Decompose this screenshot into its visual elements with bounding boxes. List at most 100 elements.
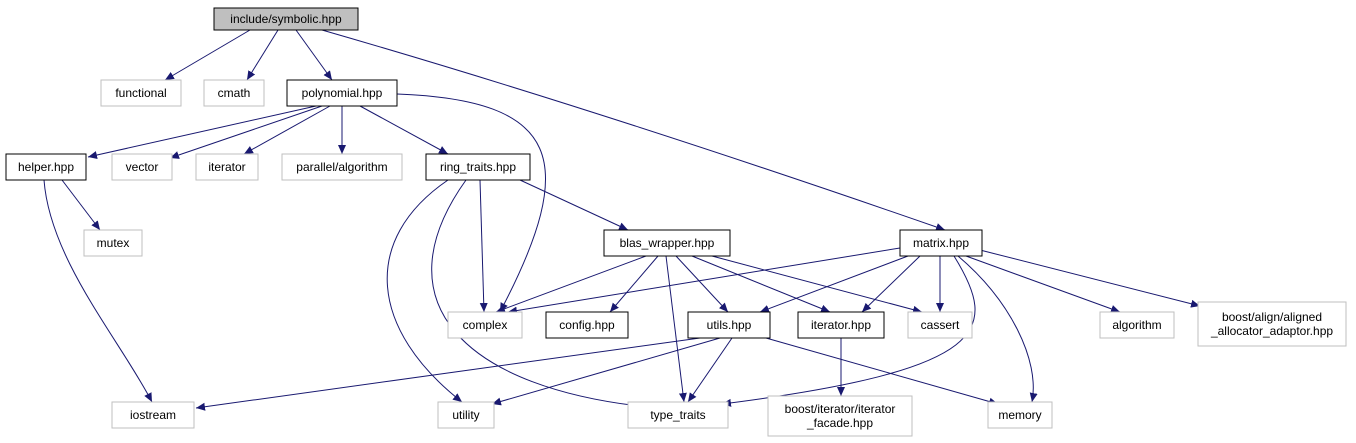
node-label: functional [115, 86, 166, 100]
node-box [286, 79, 398, 107]
node-label: boost/align/aligned [1222, 310, 1322, 324]
edge-utils-to-iostream [195, 337, 701, 411]
node-label: iostream [130, 408, 176, 422]
node-label: config.hpp [559, 318, 615, 332]
node-box [899, 229, 983, 257]
node-config[interactable]: config.hpp [545, 311, 629, 339]
edge-ring-to-complex [479, 179, 488, 313]
node-boostiter: boost/iterator/iterator_facade.hpp [767, 395, 913, 437]
node-label: cmath [218, 86, 251, 100]
edge-symbolic-to-matrix [321, 29, 946, 231]
node-iterhpp[interactable]: iterator.hpp [797, 311, 885, 339]
edge-utils-to-utility [491, 337, 721, 406]
node-label: _allocator_adaptor.hpp [1210, 324, 1333, 338]
node-iostream: iostream [111, 401, 195, 429]
node-label: mutex [97, 236, 130, 250]
edge-matrix-to-typetraits [721, 255, 976, 407]
edge-polynomial-to-ring [359, 105, 449, 155]
node-algorithm: algorithm [1099, 311, 1175, 339]
node-label: polynomial.hpp [302, 86, 383, 100]
node-functional: functional [100, 79, 182, 107]
node-label: complex [463, 318, 508, 332]
node-box [545, 311, 629, 339]
node-vector: vector [111, 153, 173, 181]
edge-utils-to-typetraits [687, 337, 733, 403]
edge-blas-to-complex [495, 255, 647, 313]
node-box [213, 7, 359, 31]
edge-blas-to-iterhpp [691, 255, 831, 313]
node-box [687, 311, 771, 339]
node-label: helper.hpp [18, 160, 74, 174]
edge-matrix-to-utils [759, 255, 909, 313]
edge-polynomial-to-helper [87, 105, 317, 159]
node-palgo: parallel/algorithm [281, 153, 403, 181]
nodes: include/symbolic.hpp functional cmath polyn… [5, 7, 1347, 437]
edge-blas-to-utils [675, 255, 729, 313]
node-label: blas_wrapper.hpp [620, 236, 715, 250]
node-typetraits: type_traits [627, 401, 729, 429]
node-box [447, 311, 523, 339]
node-blas[interactable]: blas_wrapper.hpp [603, 229, 731, 257]
node-mutex: mutex [83, 229, 143, 257]
node-label: utils.hpp [707, 318, 752, 332]
node-helper[interactable]: helper.hpp [5, 153, 87, 181]
edge-symbolic-to-functional [164, 29, 251, 81]
node-box [797, 311, 885, 339]
node-box [767, 395, 913, 437]
node-label: _facade.hpp [806, 416, 873, 430]
node-box [83, 229, 143, 257]
edge-matrix-to-iterhpp [861, 255, 921, 313]
node-box [437, 401, 495, 429]
node-utils[interactable]: utils.hpp [687, 311, 771, 339]
node-matrix[interactable]: matrix.hpp [899, 229, 983, 257]
node-box [1197, 301, 1347, 347]
node-label: include/symbolic.hpp [230, 12, 342, 26]
node-symbolic[interactable]: include/symbolic.hpp [213, 7, 359, 31]
node-box [1099, 311, 1175, 339]
edge-blas-to-cassert [711, 255, 923, 314]
node-box [5, 153, 87, 181]
node-box [907, 311, 973, 339]
node-label: algorithm [1112, 318, 1161, 332]
edge-helper-to-mutex [61, 179, 101, 231]
node-label: cassert [921, 318, 960, 332]
edge-polynomial-to-iterator [243, 105, 331, 155]
edge-utils-to-memory [765, 337, 999, 406]
node-cmath: cmath [203, 79, 265, 107]
node-cassert: cassert [907, 311, 973, 339]
node-box [203, 79, 265, 107]
node-box [603, 229, 731, 257]
node-label: parallel/algorithm [296, 160, 387, 174]
node-ring[interactable]: ring_traits.hpp [425, 153, 531, 181]
node-box [111, 401, 195, 429]
edge-symbolic-to-polynomial [295, 29, 333, 81]
node-box [425, 153, 531, 181]
node-iterator: iterator [195, 153, 259, 181]
node-label: type_traits [650, 408, 705, 422]
node-label: ring_traits.hpp [440, 160, 516, 174]
edge-ring-to-blas [519, 179, 629, 231]
edge-blas-to-config [609, 255, 659, 313]
node-box [111, 153, 173, 181]
node-label: boost/iterator/iterator [785, 402, 896, 416]
node-utility: utility [437, 401, 495, 429]
node-box [987, 401, 1053, 429]
edges [43, 29, 1201, 412]
edge-matrix-to-boostalign [979, 249, 1201, 308]
edge-ring-to-utility [386, 179, 463, 403]
node-label: vector [126, 160, 159, 174]
node-box [100, 79, 182, 107]
node-box [195, 153, 259, 181]
node-label: iterator [208, 160, 245, 174]
node-complex: complex [447, 311, 523, 339]
node-label: memory [998, 408, 1041, 422]
edge-matrix-to-complex [507, 247, 901, 315]
edge-blas-to-typetraits [665, 255, 687, 403]
node-box [627, 401, 729, 429]
edge-symbolic-to-cmath [246, 29, 279, 81]
node-boostalign: boost/align/aligned_allocator_adaptor.hp… [1197, 301, 1347, 347]
edge-matrix-to-memory [957, 255, 1038, 403]
edge-polynomial-to-complex [396, 93, 546, 313]
node-memory: memory [987, 401, 1053, 429]
node-polynomial[interactable]: polynomial.hpp [286, 79, 398, 107]
